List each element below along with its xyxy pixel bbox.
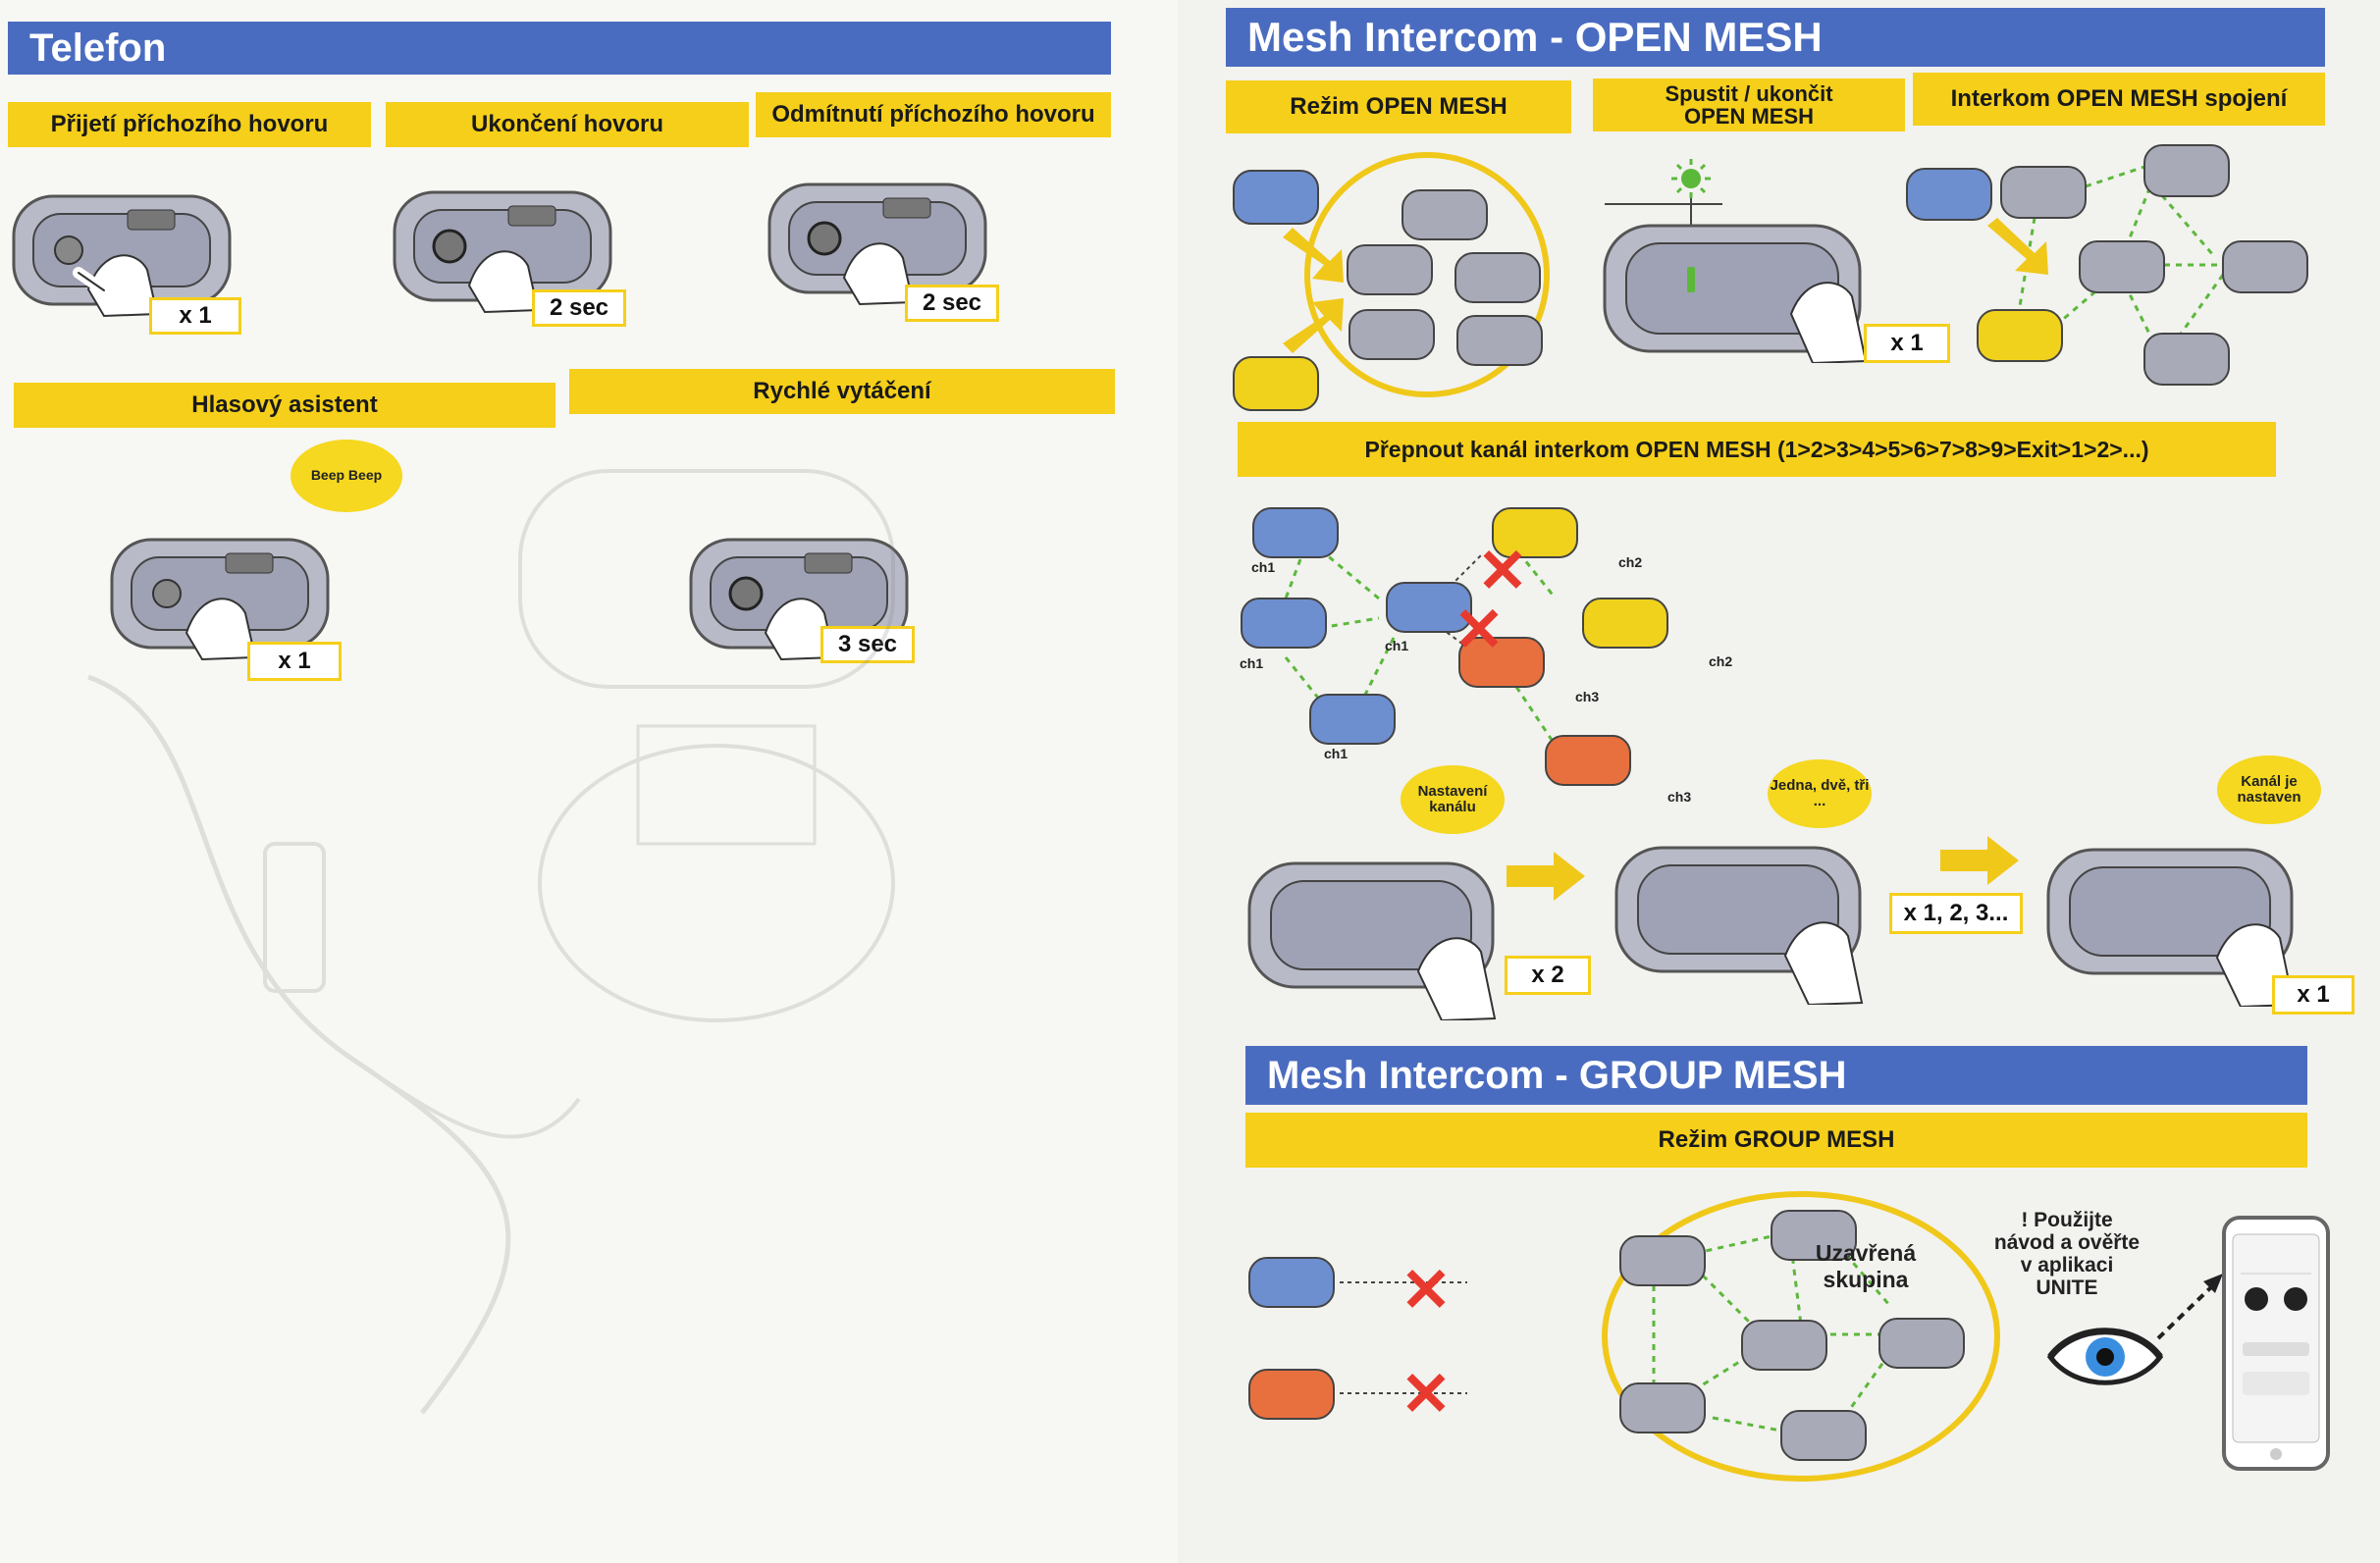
- label-ch1-d: ch1: [1324, 746, 1349, 761]
- device-press-voice-assistant: [108, 520, 363, 667]
- device-press-speed-dial: [687, 520, 942, 667]
- heading-accept-call: Přijetí příchozího hovoru: [8, 102, 371, 147]
- press-indicator-speed-dial: 3 sec: [820, 626, 915, 663]
- heading-reject-call: Odmítnutí příchozího hovoru: [756, 92, 1111, 137]
- heading-voice-assistant: Hlasový asistent: [14, 383, 555, 428]
- device-press-end-call: [391, 173, 646, 320]
- device-step-3: [2040, 830, 2335, 1007]
- group-mesh-illustration: [1242, 1177, 2007, 1491]
- group-block-x-blue: ✕: [1401, 1257, 1452, 1325]
- label-ch1-c: ch1: [1385, 638, 1409, 653]
- label-ch2-a: ch2: [1618, 554, 1643, 570]
- press-indicator-step-2: x 1, 2, 3...: [1889, 893, 2023, 934]
- arrow-to-phone: [2154, 1266, 2233, 1344]
- closed-group-label: Uzavřená skupina: [1815, 1240, 1917, 1292]
- device-step-2: [1609, 828, 1903, 1005]
- heading-open-mesh-mode: Režim OPEN MESH: [1226, 80, 1571, 133]
- label-ch1-b: ch1: [1240, 655, 1264, 671]
- press-indicator-reject: 2 sec: [905, 285, 999, 322]
- section-title-open-mesh: Mesh Intercom - OPEN MESH: [1226, 8, 2325, 67]
- press-indicator-start-stop: x 1: [1864, 324, 1950, 363]
- label-ch1-a: ch1: [1251, 559, 1276, 575]
- open-mesh-mode-illustration: [1226, 147, 1560, 412]
- right-page: Mesh Intercom - OPEN MESH Režim OPEN MES…: [1183, 0, 2380, 1563]
- heading-speed-dial: Rychlé vytáčení: [569, 369, 1115, 414]
- background-illustration: [29, 432, 1109, 1511]
- press-indicator-step-1: x 2: [1505, 956, 1591, 995]
- open-mesh-connection-illustration: [1899, 137, 2321, 392]
- left-page: Telefon Přijetí příchozího hovoru Ukonče…: [0, 0, 1178, 1563]
- section-title-telefon: Telefon: [8, 22, 1111, 75]
- heading-start-stop-open-mesh: Spustit / ukončit OPEN MESH: [1593, 78, 1905, 131]
- channel-block-x-2: ✕: [1454, 597, 1505, 664]
- heading-open-mesh-connection: Interkom OPEN MESH spojení: [1913, 73, 2325, 126]
- device-step-1: [1242, 844, 1536, 1020]
- bubble-channel-set: Kanál je nastaven: [2217, 755, 2321, 824]
- press-indicator-step-3: x 1: [2272, 975, 2354, 1015]
- heading-channel-switch: Přepnout kanál interkom OPEN MESH (1>2>3…: [1238, 422, 2276, 477]
- phone-icon: [2221, 1215, 2331, 1472]
- channel-block-x-1: ✕: [1477, 538, 1528, 605]
- device-press-reject: [766, 165, 1021, 312]
- arrow-step-1: [1507, 852, 1585, 901]
- section-title-group-mesh: Mesh Intercom - GROUP MESH: [1245, 1046, 2307, 1105]
- press-indicator-voice-assistant: x 1: [247, 642, 342, 681]
- label-ch3-b: ch3: [1667, 789, 1692, 805]
- heading-group-mesh-mode: Režim GROUP MESH: [1245, 1113, 2307, 1168]
- channel-diagram: [1232, 491, 1978, 814]
- start-stop-illustration: [1595, 157, 1899, 363]
- eye-icon: [2046, 1323, 2164, 1391]
- group-block-x-orange: ✕: [1401, 1361, 1452, 1429]
- heading-end-call: Ukončení hovoru: [386, 102, 749, 147]
- beep-bubble: Beep Beep: [291, 440, 402, 512]
- bubble-one-two-three: Jedna, dvě, tři ...: [1768, 759, 1872, 828]
- arrow-step-2: [1940, 836, 2019, 885]
- device-press-accept: [10, 177, 265, 324]
- label-ch2-b: ch2: [1709, 653, 1733, 669]
- app-note: ! Použijte návod a ověřte v aplikaci UNI…: [1993, 1209, 2141, 1300]
- label-ch3-a: ch3: [1575, 689, 1600, 704]
- press-indicator-end-call: 2 sec: [532, 289, 626, 327]
- bubble-channel-setting: Nastavení kanálu: [1401, 765, 1505, 834]
- press-indicator-accept: x 1: [149, 297, 241, 335]
